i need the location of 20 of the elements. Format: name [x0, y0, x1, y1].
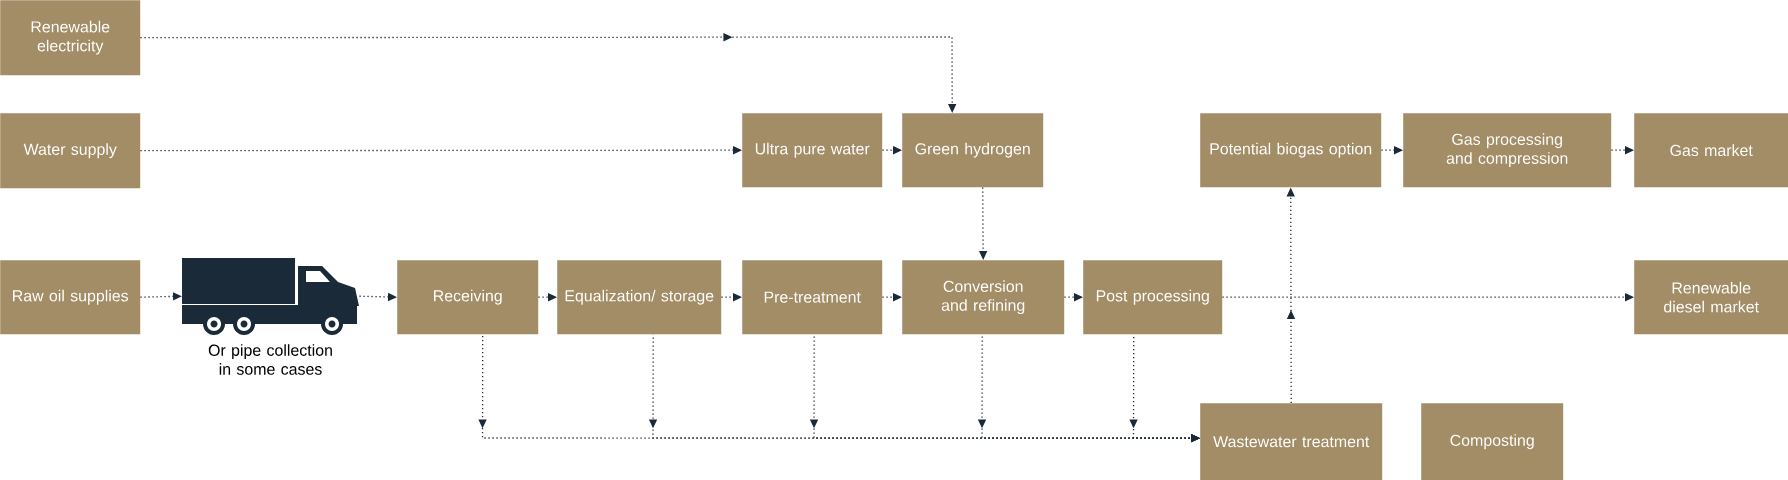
process-box: Raw oil supplies [0, 260, 141, 335]
arrow [139, 33, 957, 113]
process-box: Renewable electricity [0, 0, 141, 76]
process-box: Equalization/ storage [557, 260, 722, 335]
process-box: Gas processing and compression [1403, 113, 1612, 188]
process-box: Gas market [1634, 113, 1788, 188]
process-box: Composting [1421, 403, 1564, 480]
arrow [139, 292, 182, 301]
process-box: Receiving [397, 260, 539, 335]
caption-text: Or pipe collection in some cases [208, 344, 332, 375]
process-box: Wastewater treatment [1200, 403, 1383, 480]
process-box: Green hydrogen [902, 113, 1044, 188]
process-box: Water supply [0, 113, 141, 189]
process-box: Post processing [1083, 260, 1223, 335]
process-box: Ultra pure water [742, 113, 883, 188]
process-box: Pre-treatment [742, 260, 883, 335]
truck-drawing [182, 258, 359, 335]
process-box: Potential biogas option [1200, 113, 1382, 188]
process-box: Renewable diesel market [1634, 260, 1788, 335]
process-box: Conversion and refining [902, 260, 1065, 335]
